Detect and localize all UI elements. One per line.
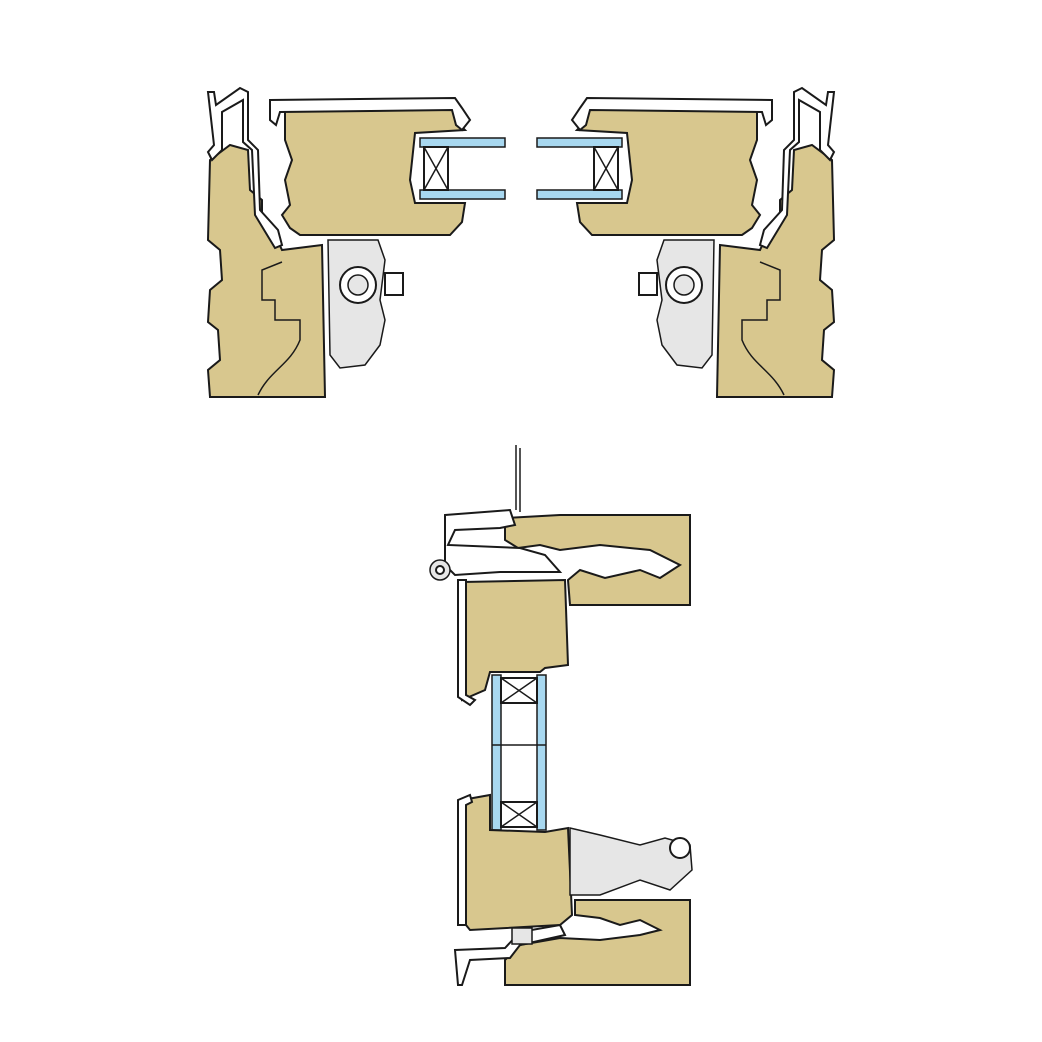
head-cladding <box>444 508 563 577</box>
horizontal-section-left <box>207 87 506 398</box>
vertical-section <box>429 445 693 986</box>
horizontal-section-right <box>536 87 835 398</box>
glass-pane <box>491 674 502 831</box>
head-frame-wood <box>504 514 691 606</box>
glass-pane <box>536 674 547 831</box>
sill-frame-wood <box>504 899 691 986</box>
handle <box>569 827 693 896</box>
